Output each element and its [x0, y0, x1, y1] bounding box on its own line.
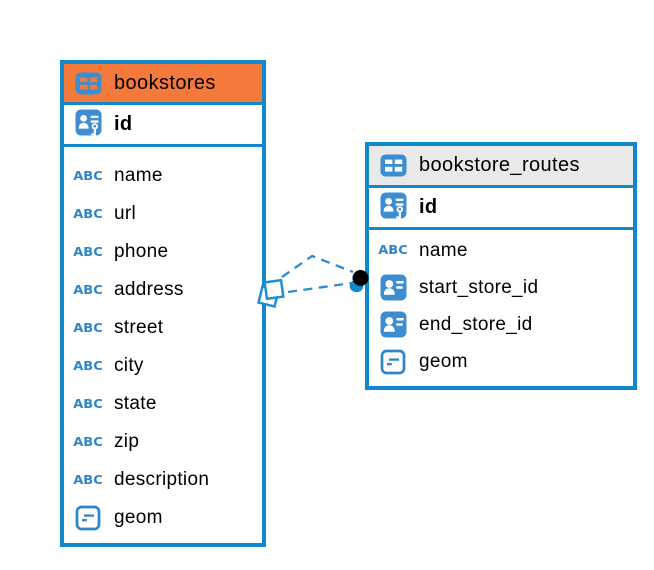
column-row-name: ABC name: [369, 232, 633, 269]
table-icon: [376, 154, 410, 177]
text-type-icon: ABC: [73, 282, 103, 298]
column-row-street: ABC street: [64, 309, 262, 347]
reference-type-icon: [376, 274, 410, 301]
text-type-icon: ABC: [73, 320, 103, 336]
relationship[interactable]: [245, 238, 375, 318]
primary-key-icon: [71, 109, 105, 140]
column-row-zip: ABC zip: [64, 423, 262, 461]
column-name: description: [114, 469, 210, 490]
primary-key-icon: [376, 192, 410, 223]
column-name: street: [114, 317, 164, 338]
column-list: ABC name start_store_id: [369, 230, 633, 380]
text-type-icon: ABC: [73, 472, 103, 488]
column-row-city: ABC city: [64, 347, 262, 385]
table-node-bookstores[interactable]: bookstores id A: [60, 60, 266, 547]
column-row-state: ABC state: [64, 385, 262, 423]
column-name: start_store_id: [419, 276, 539, 298]
column-name: id: [419, 196, 438, 218]
text-type-icon: ABC: [73, 358, 103, 374]
table-header-bookstores[interactable]: bookstores: [64, 64, 262, 105]
column-name: state: [114, 393, 157, 414]
column-name: url: [114, 203, 137, 224]
column-row-start-store-id: start_store_id: [369, 269, 633, 306]
column-row-id: id: [369, 188, 633, 230]
column-row-end-store-id: end_store_id: [369, 306, 633, 343]
text-type-icon: ABC: [73, 168, 103, 184]
column-name: geom: [419, 350, 468, 372]
text-type-icon: ABC: [73, 206, 103, 222]
column-row-geom: geom: [64, 499, 262, 537]
column-name: zip: [114, 431, 140, 452]
column-name: id: [114, 113, 133, 135]
table-icon: [71, 72, 105, 95]
column-row-url: ABC url: [64, 195, 262, 233]
table-header-bookstore-routes[interactable]: bookstore_routes: [369, 146, 633, 188]
text-type-icon: ABC: [73, 244, 103, 260]
table-title: bookstore_routes: [419, 154, 580, 176]
relationship-endpoint-dot[interactable]: [352, 270, 369, 286]
column-row-description: ABC description: [64, 461, 262, 499]
text-type-icon: ABC: [73, 434, 103, 450]
table-title: bookstores: [114, 71, 216, 94]
column-name: name: [419, 239, 468, 261]
relationship-line-lower[interactable]: [287, 281, 353, 294]
column-name: end_store_id: [419, 313, 533, 335]
column-list: ABC name ABC url ABC phone ABC address A…: [64, 147, 262, 537]
geometry-type-icon: [376, 349, 410, 375]
relationship-squares-marker-front[interactable]: [263, 278, 285, 301]
table-node-bookstore-routes[interactable]: bookstore_routes id: [365, 142, 637, 390]
column-row-geom: geom: [369, 343, 633, 380]
reference-type-icon: [376, 311, 410, 338]
column-name: address: [114, 279, 184, 300]
column-row-id: id: [64, 105, 262, 147]
column-row-name: ABC name: [64, 157, 262, 195]
column-name: name: [114, 165, 163, 186]
column-name: city: [114, 355, 144, 376]
column-row-address: ABC address: [64, 271, 262, 309]
column-name: geom: [114, 507, 163, 528]
geometry-type-icon: [71, 505, 105, 531]
relationship-line-upper[interactable]: [281, 254, 354, 278]
column-row-phone: ABC phone: [64, 233, 262, 271]
column-name: phone: [114, 241, 169, 262]
text-type-icon: ABC: [378, 243, 408, 258]
text-type-icon: ABC: [73, 396, 103, 412]
